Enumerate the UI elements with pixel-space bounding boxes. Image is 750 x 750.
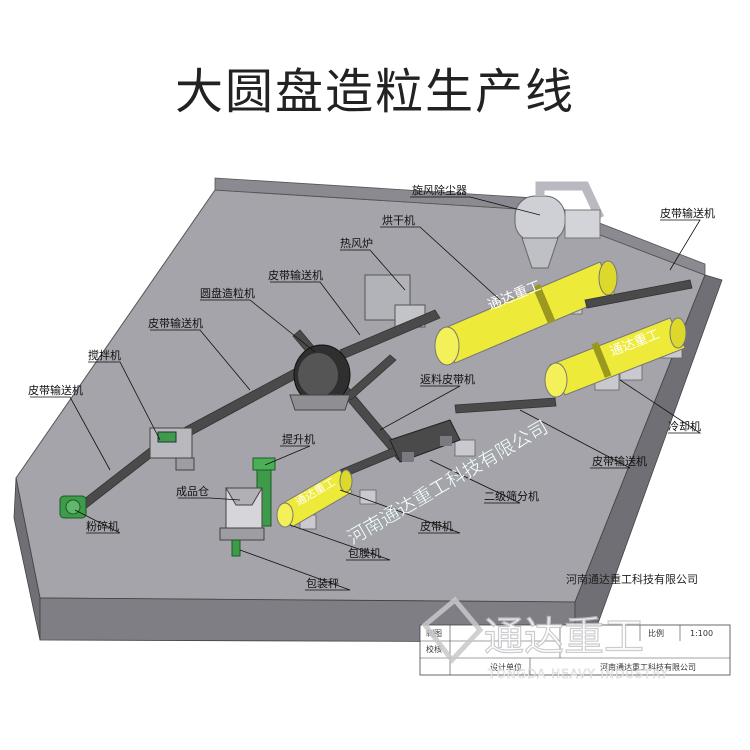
label-belt-right-low: 皮带输送机 (592, 454, 647, 468)
label-return-belt: 返料皮带机 (420, 372, 475, 386)
label-finished-bin: 成品仓 (176, 484, 209, 498)
company-caption: 河南通达重工科技有限公司 (566, 572, 698, 586)
tb-company: 河南通达重工科技有限公司 (600, 662, 696, 672)
page-title: 大圆盘造粒生产线 (174, 64, 575, 120)
finished-bin-packer (219, 487, 265, 557)
mixer (149, 427, 195, 471)
cyclone-dust-collector (514, 181, 605, 269)
screener (389, 419, 461, 463)
label-crusher: 粉碎机 (86, 519, 119, 533)
label-dryer: 烘干机 (382, 213, 415, 227)
label-belt-mid-left: 皮带输送机 (148, 316, 203, 330)
label-belt-top: 皮带输送机 (268, 268, 323, 282)
label-belt-left: 皮带输送机 (28, 383, 83, 397)
label-mixer: 搅拌机 (88, 348, 121, 362)
label-disc-granulator: 圆盘造粒机 (200, 286, 255, 300)
logo-english: TONGDA HEAVY INDUSTRY (487, 667, 669, 681)
tb-scale-label: 比例 (648, 628, 664, 638)
label-cyclone: 旋风除尘器 (412, 183, 467, 197)
label-packer: 包装秤 (306, 577, 339, 590)
company-logo: 通达重工 TONGDA HEAVY INDUSTRY (421, 596, 669, 681)
label-belt-top-right: 皮带输送机 (660, 206, 715, 220)
tb-row2: 校核 (426, 644, 442, 654)
label-cooler: 冷却机 (668, 419, 701, 433)
elevator (252, 457, 276, 527)
tb-design-unit: 设计单位 (490, 662, 522, 672)
label-screener: 二级筛分机 (484, 489, 539, 503)
tb-scale-value: 1:100 (690, 629, 713, 638)
labels: 旋风除尘器 烘干机 热风炉 皮带输送机 皮带输送机 圆盘造粒机 皮带输送机 搅拌… (28, 183, 715, 590)
label-elevator: 提升机 (282, 432, 315, 446)
logo-name: 通达重工 (484, 614, 644, 660)
label-coater: 包膜机 (348, 546, 381, 560)
crusher (59, 495, 87, 519)
disc-granulator (289, 344, 351, 411)
title-block: 制图 校核 比例 1:100 设计单位 河南通达重工科技有限公司 (419, 624, 731, 676)
leader-lines (30, 196, 702, 591)
label-belt: 皮带机 (420, 519, 453, 533)
label-hot-air-furnace: 热风炉 (340, 237, 373, 250)
